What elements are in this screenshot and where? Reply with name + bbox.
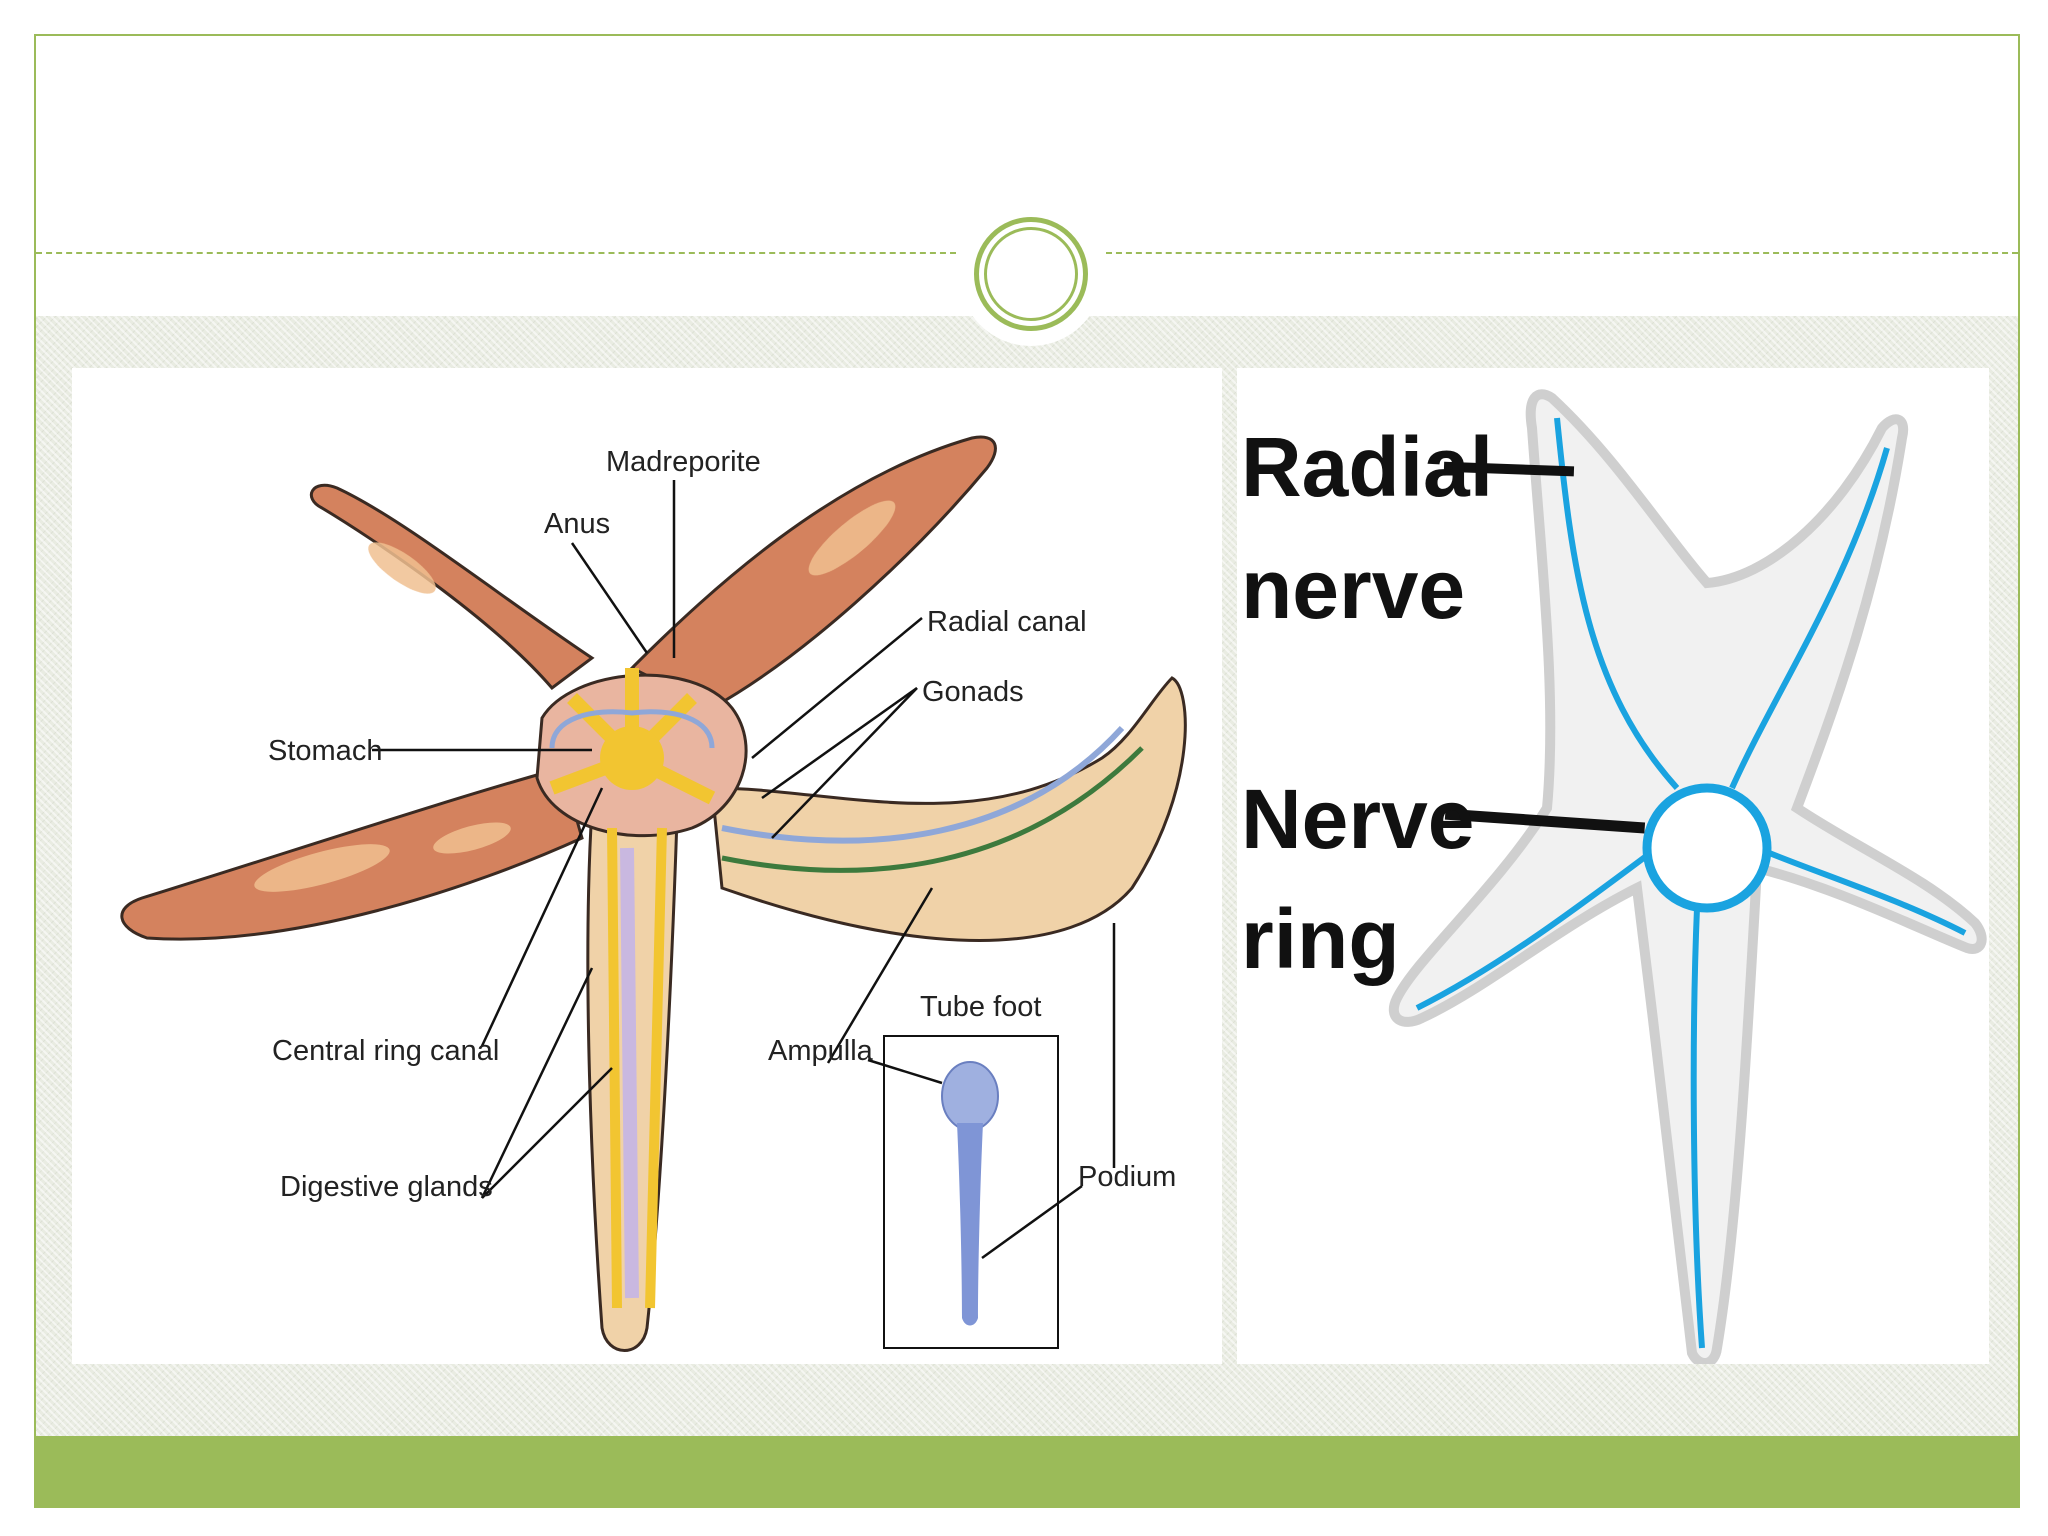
radial-nerves (1415, 417, 1967, 1349)
podium-shape (957, 1123, 983, 1326)
label-radial-canal: Radial canal (927, 606, 1087, 638)
slide-footer-bar (36, 1436, 2018, 1506)
label-digestive-glands: Digestive glands (280, 1171, 493, 1203)
label-anus: Anus (544, 508, 610, 540)
nervous-system-diagram: Radial nerve Nerve ring (1241, 389, 1987, 1368)
starfish-anatomy-diagram: Madreporite Anus Radial canal Gonads Sto… (120, 435, 1187, 1352)
label-ampulla: Ampulla (768, 1035, 874, 1067)
label-madreporite: Madreporite (606, 446, 761, 478)
label-nerve-ring-line2: ring (1241, 892, 1400, 986)
label-central-ring-canal: Central ring canal (272, 1035, 499, 1067)
digestive-system (549, 668, 716, 1309)
ampulla-bulb (941, 1061, 999, 1131)
title-divider-left (36, 252, 956, 254)
arm-mottling (254, 500, 896, 892)
arm-upper-left (309, 483, 595, 691)
label-stomach: Stomach (268, 735, 382, 767)
title-divider-right (1106, 252, 2018, 254)
label-nerve-ring-line1: Nerve (1241, 772, 1475, 866)
radial-nerve-pointer (1443, 461, 1575, 477)
leader-lines (372, 480, 1116, 1260)
nerve-ring-pointer (1444, 808, 1646, 834)
starfish-anatomy-panel: Madreporite Anus Radial canal Gonads Sto… (72, 368, 1222, 1364)
nerve-ring-circle (1642, 783, 1772, 913)
label-gonads: Gonads (922, 676, 1024, 708)
tube-foot-inset (883, 1035, 1059, 1349)
label-tube-foot: Tube foot (920, 991, 1041, 1023)
label-nerve: nerve (1241, 542, 1465, 636)
water-vascular-system (549, 709, 1144, 873)
label-radial: Radial (1241, 420, 1493, 514)
nervous-system-panel: Radial nerve Nerve ring (1237, 368, 1989, 1368)
divider-circle-inner-ring (984, 227, 1078, 321)
label-podium: Podium (1078, 1161, 1176, 1193)
arm-right (710, 676, 1187, 942)
